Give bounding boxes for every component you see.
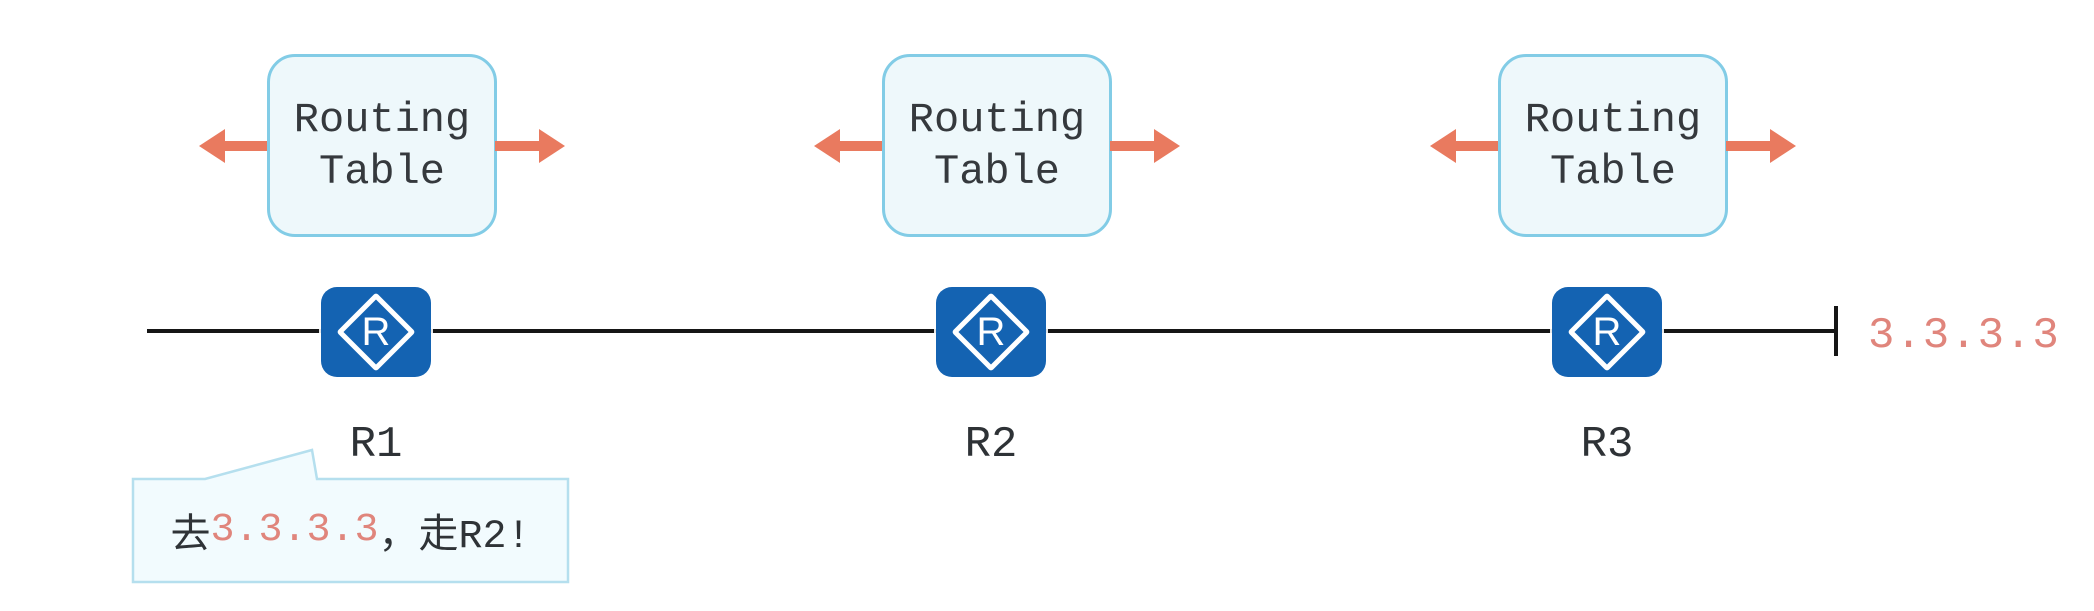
arrow-shaft (495, 141, 545, 151)
router-letter: R (361, 310, 391, 354)
callout-prefix: 去 (170, 515, 211, 560)
left-arrow-icon (199, 129, 269, 163)
router-node-r2: Routing Table R R2 (812, 0, 1182, 611)
routing-table-label-line1: Routing (908, 95, 1086, 144)
router-icon: R (936, 287, 1046, 377)
speech-bubble-shape (131, 448, 570, 584)
left-arrow-icon (814, 129, 884, 163)
right-arrow-icon (495, 129, 565, 163)
routing-table-box: Routing Table (267, 54, 497, 237)
router-label: R2 (964, 420, 1018, 470)
router-node-r1: Routing Table R R1 (197, 0, 567, 611)
speech-bubble (131, 448, 570, 584)
routing-table-box: Routing Table (882, 54, 1112, 237)
router-node-r3: Routing Table R R3 (1428, 0, 1798, 611)
callout-ip: 3.3.3.3 (210, 508, 379, 553)
routing-table-label-line1: Routing (1524, 95, 1702, 144)
router-label: R3 (1580, 420, 1634, 470)
routing-table-label-line2: Table (933, 147, 1061, 196)
link-end-tick (1834, 306, 1838, 356)
routing-table-box: Routing Table (1498, 54, 1728, 237)
destination-ip-label: 3.3.3.3 (1868, 311, 2060, 361)
routing-table-label-line2: Table (1549, 147, 1677, 196)
callout-suffix: ，走R2! (378, 515, 531, 560)
right-arrow-icon (1726, 129, 1796, 163)
arrow-shaft (1110, 141, 1160, 151)
arrowhead-icon (1770, 129, 1796, 163)
routing-table-label-line1: Routing (293, 95, 471, 144)
arrow-shaft (834, 141, 884, 151)
arrowhead-icon (1154, 129, 1180, 163)
arrowhead-icon (539, 129, 565, 163)
router-icon: R (321, 287, 431, 377)
router-icon: R (1552, 287, 1662, 377)
arrow-shaft (219, 141, 269, 151)
routing-table-label-line2: Table (318, 147, 446, 196)
router-letter: R (1592, 310, 1622, 354)
left-arrow-icon (1430, 129, 1500, 163)
arrow-shaft (1726, 141, 1776, 151)
right-arrow-icon (1110, 129, 1180, 163)
router-letter: R (976, 310, 1006, 354)
arrow-shaft (1450, 141, 1500, 151)
router-label: R1 (349, 420, 403, 470)
